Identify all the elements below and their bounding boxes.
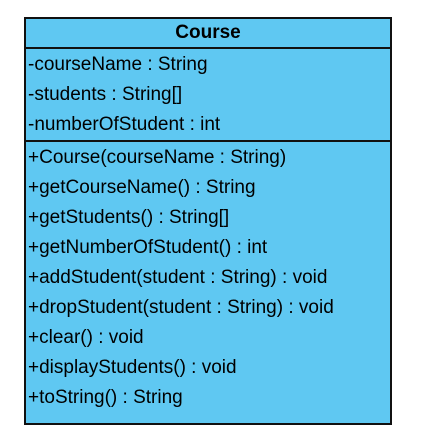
attribute-row: -numberOfStudent : int [28, 114, 221, 135]
operation-row: +Course(courseName : String) [28, 147, 287, 168]
uml-class-box: Course -courseName : String -students : … [24, 17, 392, 425]
operation-row: +addStudent(student : String) : void [28, 267, 328, 288]
operation-row: +clear() : void [28, 327, 144, 348]
operation-row: +getStudents() : String[] [28, 207, 230, 228]
operation-row: +getCourseName() : String [28, 177, 256, 198]
attribute-row: -students : String[] [28, 84, 183, 105]
operation-row: +toString() : String [28, 387, 183, 408]
operation-row: +dropStudent(student : String) : void [28, 297, 334, 318]
class-name: Course [26, 19, 390, 49]
operation-row: +getNumberOfStudent() : int [28, 237, 268, 258]
attributes-compartment: -courseName : String -students : String[… [26, 49, 390, 142]
operation-row: +displayStudents() : void [28, 357, 237, 378]
attribute-row: -courseName : String [28, 54, 208, 75]
operations-compartment: +Course(courseName : String) +getCourseN… [26, 142, 390, 413]
